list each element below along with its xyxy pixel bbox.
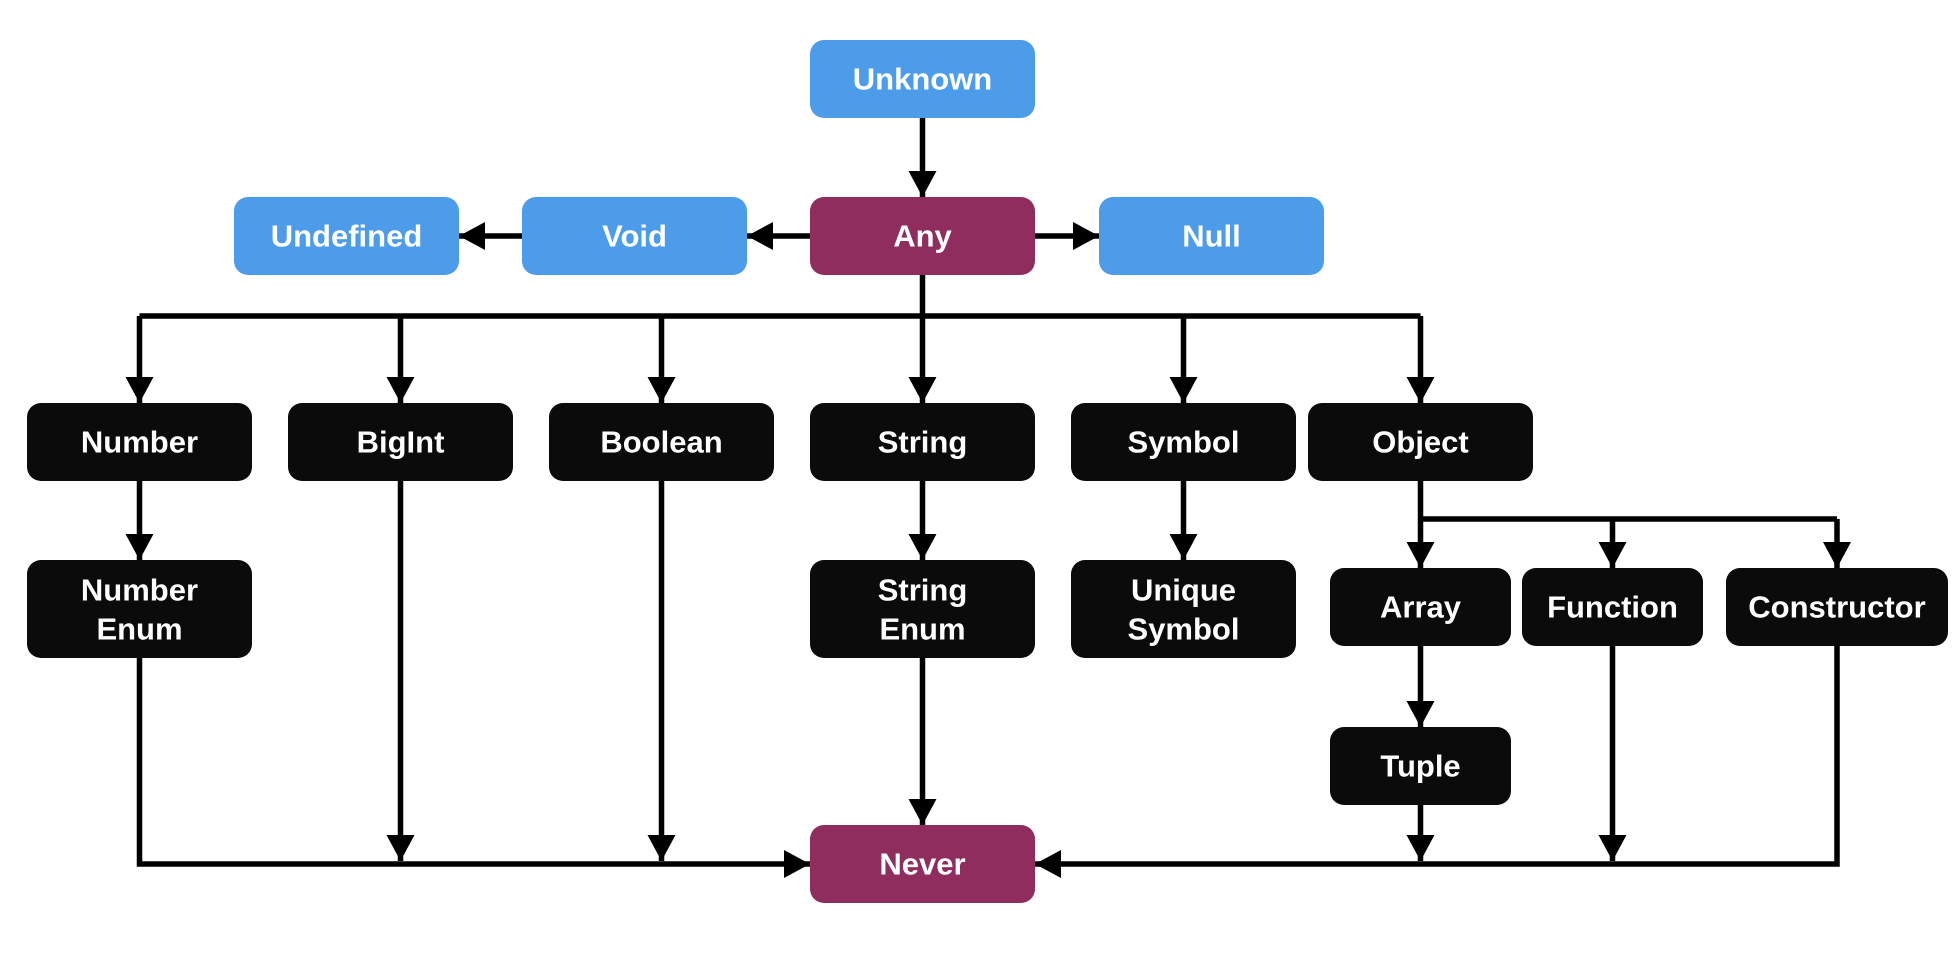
arrowhead-any-to-null bbox=[1073, 222, 1099, 250]
node-function: Function bbox=[1522, 568, 1703, 646]
node-bigint-label: BigInt bbox=[357, 425, 445, 460]
node-string-box bbox=[810, 403, 1035, 481]
arrowhead-branch-to-number bbox=[125, 377, 154, 403]
node-string: String bbox=[810, 403, 1035, 481]
node-tuple: Tuple bbox=[1330, 727, 1511, 805]
arrowhead-branch-to-constructor bbox=[1823, 542, 1851, 568]
node-any-box bbox=[810, 197, 1035, 275]
node-string-enum-box bbox=[810, 560, 1035, 658]
arrowhead-array-to-tuple bbox=[1406, 701, 1435, 727]
node-string-label: String bbox=[878, 425, 968, 460]
arrowhead-string-to-string-enum bbox=[908, 534, 937, 560]
node-object-label: Object bbox=[1372, 425, 1468, 460]
node-never-label: Never bbox=[879, 847, 965, 882]
node-any-label: Any bbox=[893, 219, 952, 254]
node-null: Null bbox=[1099, 197, 1324, 275]
node-string-enum-label-line2: Enum bbox=[879, 612, 965, 647]
node-void: Void bbox=[522, 197, 747, 275]
node-function-box bbox=[1522, 568, 1703, 646]
arrowhead-object-to-array bbox=[1406, 542, 1435, 568]
arrowhead-number-to-number-enum bbox=[125, 534, 154, 560]
node-unknown-box bbox=[810, 40, 1035, 118]
edge-number-enum-to-never bbox=[136, 658, 810, 867]
node-void-label: Void bbox=[602, 219, 667, 254]
node-constructor-box bbox=[1726, 568, 1948, 646]
node-bigint-box bbox=[288, 403, 513, 481]
node-boolean-box bbox=[549, 403, 774, 481]
arrowhead-tuple-to-never-line bbox=[1406, 835, 1435, 861]
arrowhead-function-to-never-line bbox=[1598, 835, 1627, 861]
node-symbol-label: Symbol bbox=[1128, 425, 1240, 460]
node-boolean-label: Boolean bbox=[600, 425, 722, 460]
node-object: Object bbox=[1308, 403, 1533, 481]
node-array-box bbox=[1330, 568, 1511, 646]
arrowhead-branch-to-boolean bbox=[647, 377, 676, 403]
arrowhead-branch-to-symbol bbox=[1169, 377, 1198, 403]
arrowhead-string-enum-to-never bbox=[908, 799, 937, 825]
node-tuple-box bbox=[1330, 727, 1511, 805]
node-unique-symbol-label-line2: Symbol bbox=[1128, 612, 1240, 647]
node-number-enum-label-line2: Enum bbox=[96, 612, 182, 647]
arrowhead-number-enum-to-never bbox=[784, 850, 810, 878]
node-unknown: Unknown bbox=[810, 40, 1035, 118]
node-constructor: Constructor bbox=[1726, 568, 1948, 646]
arrowhead-boolean-to-never-line bbox=[647, 835, 676, 861]
node-number: Number bbox=[27, 403, 252, 481]
node-array-label: Array bbox=[1380, 590, 1462, 625]
node-any: Any bbox=[810, 197, 1035, 275]
node-function-label: Function bbox=[1547, 590, 1678, 625]
node-string-enum-label-line1: String bbox=[878, 573, 968, 608]
arrowhead-branch-to-object bbox=[1406, 377, 1435, 403]
arrowhead-branch-to-bigint bbox=[386, 377, 415, 403]
node-null-label: Null bbox=[1182, 219, 1241, 254]
node-symbol-box bbox=[1071, 403, 1296, 481]
node-number-enum-label-line1: Number bbox=[81, 573, 198, 608]
node-number-label: Number bbox=[81, 425, 198, 460]
node-never: Never bbox=[810, 825, 1035, 903]
node-constructor-label: Constructor bbox=[1748, 590, 1925, 625]
arrowhead-bigint-to-never-line bbox=[386, 835, 415, 861]
edge-constructor-to-never bbox=[1035, 646, 1840, 867]
node-unique-symbol-box bbox=[1071, 560, 1296, 658]
node-unique-symbol-label-line1: Unique bbox=[1131, 573, 1236, 608]
arrowhead-unknown-to-any bbox=[908, 171, 937, 197]
node-tuple-label: Tuple bbox=[1380, 749, 1460, 784]
node-number-box bbox=[27, 403, 252, 481]
arrowhead-any-to-string bbox=[908, 377, 937, 403]
arrowhead-any-to-void bbox=[747, 222, 773, 250]
node-void-box bbox=[522, 197, 747, 275]
node-never-box bbox=[810, 825, 1035, 903]
node-null-box bbox=[1099, 197, 1324, 275]
node-undefined-box bbox=[234, 197, 459, 275]
node-array: Array bbox=[1330, 568, 1511, 646]
node-boolean: Boolean bbox=[549, 403, 774, 481]
arrowhead-void-to-undefined bbox=[459, 222, 485, 250]
node-undefined: Undefined bbox=[234, 197, 459, 275]
node-unknown-label: Unknown bbox=[853, 62, 993, 97]
node-undefined-label: Undefined bbox=[271, 219, 423, 254]
node-bigint: BigInt bbox=[288, 403, 513, 481]
arrowhead-symbol-to-unique-symbol bbox=[1169, 534, 1198, 560]
arrowhead-branch-to-function bbox=[1598, 542, 1627, 568]
arrowhead-constructor-to-never bbox=[1035, 850, 1061, 878]
node-number-enum-box bbox=[27, 560, 252, 658]
node-symbol: Symbol bbox=[1071, 403, 1296, 481]
node-object-box bbox=[1308, 403, 1533, 481]
